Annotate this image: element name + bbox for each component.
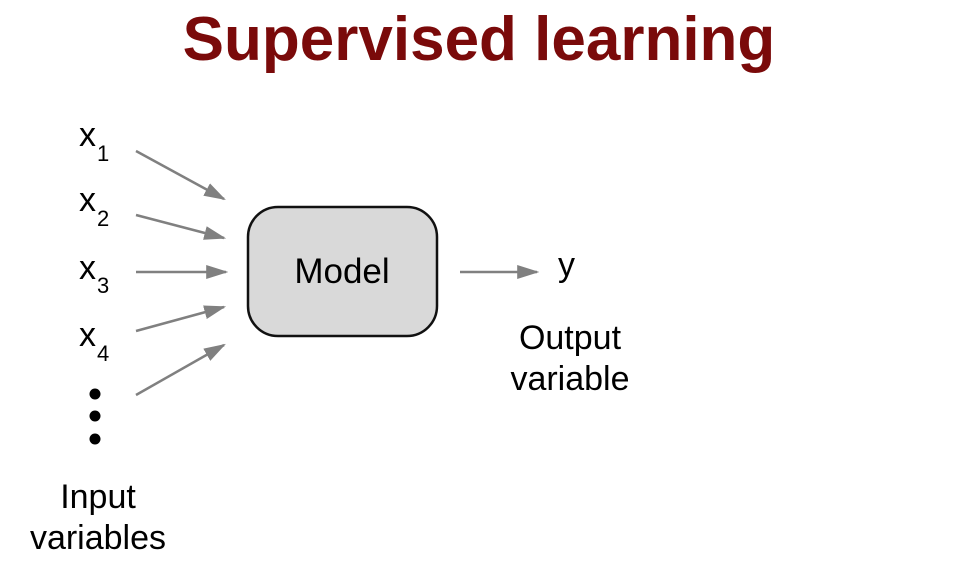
input-x3-base: x <box>79 249 96 287</box>
input-x1-subscript: 1 <box>97 141 109 166</box>
arrow-x2 <box>135 213 227 240</box>
arrow-x1 <box>135 149 226 201</box>
svg-text:x: x <box>79 116 96 154</box>
arrow-x4 <box>135 305 227 333</box>
dot <box>89 410 101 422</box>
input-x4: x 4 <box>79 316 109 366</box>
dot <box>89 433 101 445</box>
input-x2-subscript: 2 <box>97 206 109 231</box>
input-x2: x 2 <box>79 181 109 231</box>
input-x3: x 3 <box>79 249 109 298</box>
input-x4-subscript: 4 <box>97 341 109 366</box>
slide-title: Supervised learning <box>182 5 776 74</box>
output-y: y <box>558 246 575 284</box>
model-label: Model <box>294 252 389 291</box>
model-box: Model <box>246 205 439 338</box>
input-arrows <box>135 149 229 397</box>
output-caption-line2: variable <box>510 360 629 398</box>
input-caption-line2: variables <box>30 519 166 557</box>
ellipsis-dots <box>89 388 101 445</box>
arrow-more <box>135 343 226 397</box>
output-caption-line1: Output <box>519 319 622 357</box>
input-x1: x 1 <box>79 116 109 166</box>
input-x4-base: x <box>79 316 96 354</box>
input-x3-subscript: 3 <box>97 273 109 298</box>
input-caption-line1: Input <box>60 478 136 516</box>
dot <box>89 388 101 400</box>
input-x1-base: x <box>79 116 96 154</box>
input-x2-base: x <box>79 181 96 219</box>
